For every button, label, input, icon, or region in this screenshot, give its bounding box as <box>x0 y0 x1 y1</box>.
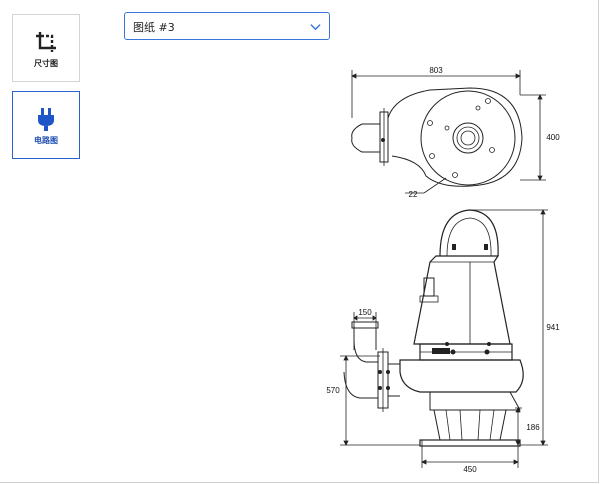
dim-top-width: 803 <box>429 66 443 75</box>
dim-outlet-height: 570 <box>326 386 340 395</box>
dim-outlet-width: 150 <box>358 308 372 317</box>
dim-side-height: 941 <box>546 323 560 332</box>
dim-bolt-callout: 22 <box>409 190 418 199</box>
dim-top-height: 400 <box>546 133 560 142</box>
chevron-down-icon <box>310 24 321 31</box>
sidebar-item-circuit-drawing[interactable]: 电路图 <box>12 91 80 159</box>
sidebar-item-dimension-drawing[interactable]: 尺寸图 <box>12 14 80 82</box>
drawing-select-value: 图纸 #3 <box>133 21 175 34</box>
dim-base-height: 186 <box>526 423 540 432</box>
crop-icon <box>36 31 56 52</box>
dim-base-width: 450 <box>463 465 477 474</box>
sidebar-item-label: 尺寸图 <box>34 58 58 68</box>
plug-icon <box>38 107 54 131</box>
drawing-select[interactable]: 图纸 #3 <box>124 12 330 40</box>
sidebar-item-label: 电路图 <box>34 135 58 145</box>
